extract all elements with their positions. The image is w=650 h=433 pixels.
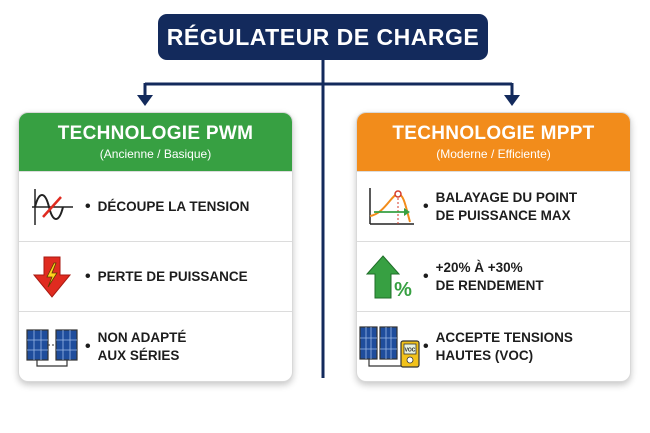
pwm-item: • PERTE DE PUISSANCE [19,241,292,311]
pwm-item-text: DÉCOUPE LA TENSION [97,198,250,214]
percent-badge: % [394,279,412,300]
mppt-item: VOC • ACCEPTE TENSIONS HAUTES (VOC) [357,311,630,381]
pwm-header: TECHNOLOGIE PWM (Ancienne / Basique) [19,113,292,171]
pwm-item-text: PERTE DE PUISSANCE [97,268,248,284]
mppt-item-text: DE RENDEMENT [435,277,544,293]
solar-panels-voltmeter-icon: VOC [357,312,423,382]
pwm-card: TECHNOLOGIE PWM (Ancienne / Basique) • D… [18,112,293,382]
mppt-item-text: HAUTES (VOC) [435,347,534,363]
mppt-item-text: BALAYAGE DU POINT [435,189,578,205]
solar-panels-icon [19,312,85,382]
pwm-item: • NON ADAPTÉ AUX SÉRIES [19,311,292,381]
power-loss-arrow-icon [19,242,85,312]
pwm-item-text: NON ADAPTÉ [97,329,187,345]
chopped-sine-wave-icon [19,172,85,242]
mppt-item: % • +20% À +30% DE RENDEMENT [357,241,630,311]
mppt-item-text: DE PUISSANCE MAX [435,207,571,223]
pwm-title: TECHNOLOGIE PWM [57,123,254,144]
pwm-item-text: AUX SÉRIES [97,347,180,363]
mppt-item-text: +20% À +30% [435,259,523,275]
mppt-header: TECHNOLOGIE MPPT (Moderne / Efficiente) [357,113,630,171]
power-curve-icon [357,172,423,242]
voc-badge: VOC [405,347,416,353]
mppt-card: TECHNOLOGIE MPPT (Moderne / Efficiente) … [356,112,631,382]
mppt-item: • BALAYAGE DU POINT DE PUISSANCE MAX [357,171,630,241]
mppt-title: TECHNOLOGIE MPPT [392,123,595,144]
mppt-item-text: ACCEPTE TENSIONS [435,329,573,345]
efficiency-up-arrow-icon: % [357,242,423,312]
pwm-subtitle: (Ancienne / Basique) [99,147,212,161]
pwm-item: • DÉCOUPE LA TENSION [19,171,292,241]
mppt-subtitle: (Moderne / Efficiente) [436,147,551,161]
main-title: RÉGULATEUR DE CHARGE [158,14,488,60]
